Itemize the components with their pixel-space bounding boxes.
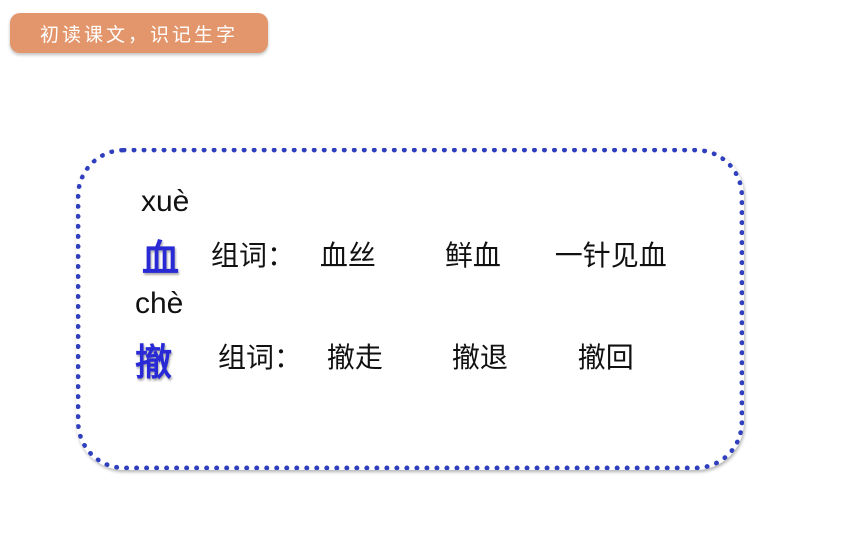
character-xue: 血 (142, 236, 179, 280)
character-che: 撤 (135, 340, 172, 384)
word-item: 血丝 (319, 239, 376, 272)
word-item: 撤走 (326, 341, 383, 374)
word-label: 组词： (211, 239, 296, 272)
pinyin-xue: xuè (141, 185, 190, 218)
word-list-xue: 组词： 血丝 鲜血 一针见血 (211, 234, 667, 274)
word-list-che: 组词： 撤走 撤退 撤回 (218, 336, 634, 376)
section-title-tab: 初读课文，识记生字 (10, 13, 268, 53)
vocabulary-card (76, 148, 744, 470)
word-item: 鲜血 (444, 239, 501, 272)
word-item: 撤回 (577, 341, 634, 374)
word-label: 组词： (218, 341, 303, 374)
word-item: 撤退 (451, 341, 508, 374)
word-item: 一针见血 (554, 239, 667, 272)
pinyin-che: chè (135, 287, 184, 320)
